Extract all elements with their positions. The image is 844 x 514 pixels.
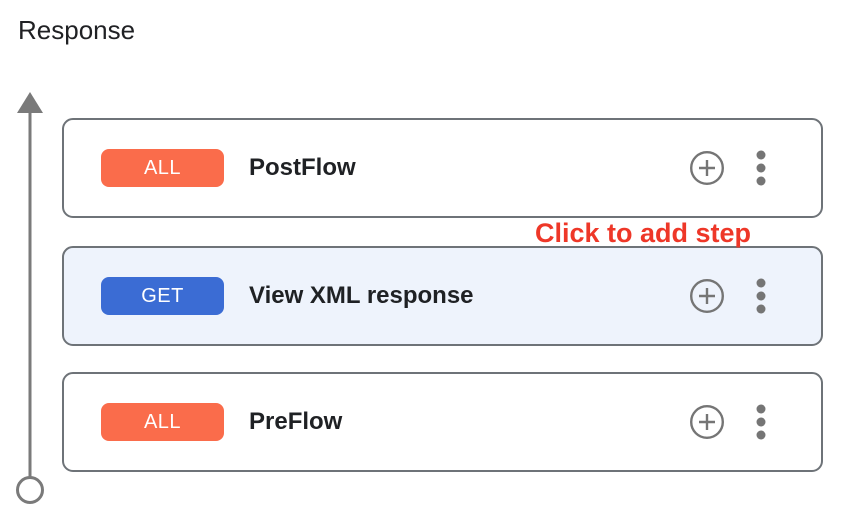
verb-badge: GET	[101, 277, 224, 315]
more-options-button[interactable]	[743, 274, 779, 318]
flow-name: View XML response	[249, 282, 474, 309]
verb-badge: ALL	[101, 403, 224, 441]
more-options-button[interactable]	[743, 400, 779, 444]
add-step-button[interactable]	[689, 146, 725, 190]
vertical-dots-icon	[756, 278, 766, 314]
page-title: Response	[18, 15, 136, 45]
flow-card-preflow[interactable]: ALL PreFlow	[62, 372, 823, 472]
plus-circle-icon	[689, 404, 725, 440]
up-arrow-icon	[17, 92, 43, 113]
add-step-button[interactable]	[689, 274, 725, 318]
more-options-button[interactable]	[743, 146, 779, 190]
flow-name: PreFlow	[249, 408, 343, 435]
verb-badge: ALL	[101, 149, 224, 187]
plus-circle-icon	[689, 278, 725, 314]
add-step-button[interactable]	[689, 400, 725, 444]
annotation-text: Click to add step	[535, 218, 752, 248]
vertical-dots-icon	[756, 150, 766, 186]
flow-name: PostFlow	[249, 154, 356, 181]
vertical-dots-icon	[756, 404, 766, 440]
flow-card-postflow[interactable]: ALL PostFlow	[62, 118, 823, 218]
plus-circle-icon	[689, 150, 725, 186]
rail-endpoint-circle	[16, 476, 44, 504]
flow-card-view-xml-response[interactable]: GET View XML response	[62, 246, 823, 346]
